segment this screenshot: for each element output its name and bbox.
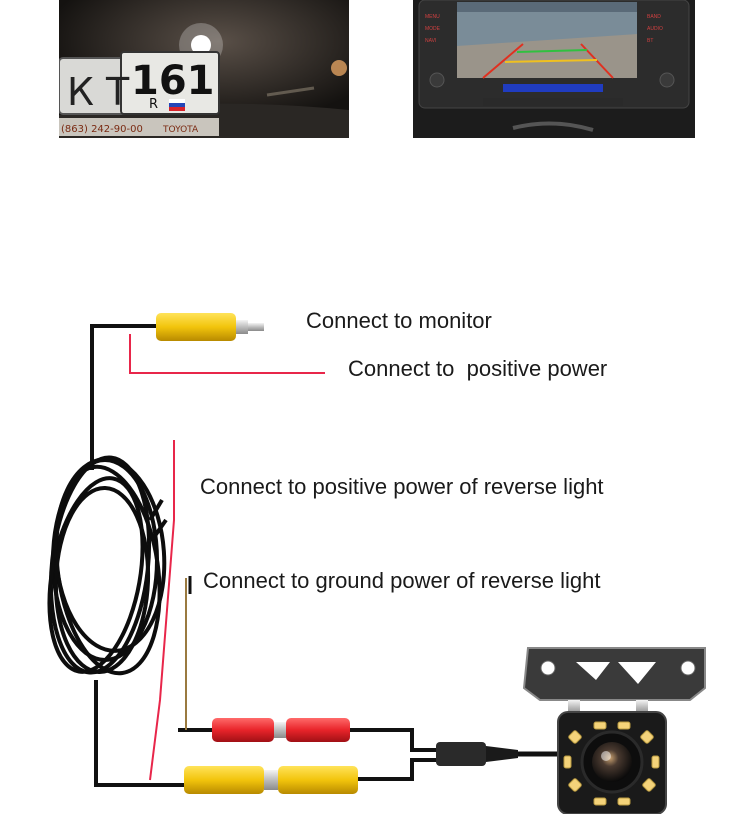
- label-reverse-light-positive: Connect to positive power of reverse lig…: [200, 474, 604, 499]
- plate-region-letter: R: [149, 97, 158, 112]
- svg-text:NAVI: NAVI: [425, 38, 436, 44]
- wiring-diagram: [47, 313, 706, 814]
- rca-plug-monitor: [156, 313, 264, 341]
- svg-text:BT: BT: [647, 38, 653, 44]
- svg-text:AUDIO: AUDIO: [647, 26, 663, 32]
- plate-letters: К Т: [67, 70, 130, 114]
- rca-red-connector: [212, 718, 350, 742]
- camera-bracket: [522, 647, 706, 714]
- monitor-menu-right: BAND AUDIO BT: [647, 14, 663, 44]
- main-cable: [90, 324, 440, 787]
- monitor-photo: MENU MODE NAVI BAND AUDIO BT: [413, 0, 695, 138]
- power-wires: [129, 334, 325, 781]
- license-plate-photo: К Т 161 R (863) 242-90-00 TOYOTA: [59, 0, 349, 138]
- plate-number: 161: [131, 58, 215, 104]
- monitor-menu-left: MENU MODE NAVI: [425, 14, 441, 44]
- label-reverse-light-ground: Connect to ground power of reverse light: [203, 568, 601, 593]
- camera-body: [557, 711, 667, 814]
- label-connect-positive-power: Connect to positive power: [348, 356, 608, 381]
- rca-yellow-connector: [184, 766, 358, 794]
- svg-text:BAND: BAND: [647, 14, 661, 20]
- reverse-light-wires: [185, 576, 192, 730]
- dealer-phone: (863) 242-90-00: [61, 124, 143, 135]
- cable-junction: [436, 742, 560, 766]
- led-ring: [563, 721, 660, 806]
- svg-text:MODE: MODE: [425, 26, 441, 32]
- brand-badge: TOYOTA: [162, 125, 199, 135]
- svg-text:MENU: MENU: [425, 14, 440, 20]
- label-connect-monitor: Connect to monitor: [306, 308, 492, 333]
- cable-coil: [47, 455, 168, 676]
